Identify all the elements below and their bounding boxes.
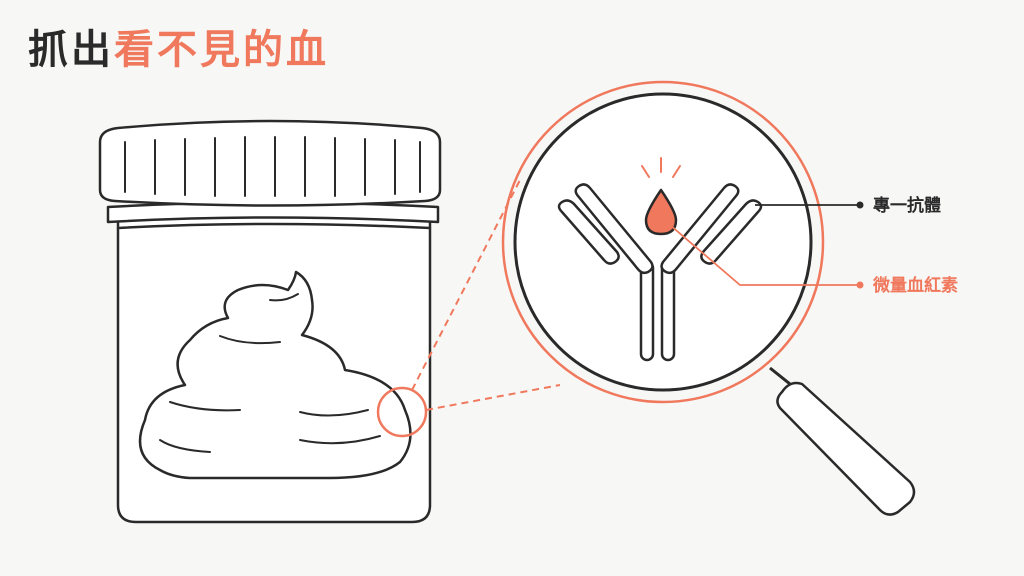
blood-drop-icon — [641, 157, 681, 236]
antibody-icon — [557, 183, 763, 362]
hemoglobin-leader-dot — [856, 281, 864, 289]
antibody-leader-dot — [856, 201, 864, 209]
hemoglobin-leader-line — [669, 224, 860, 286]
label-antibody: 專一抗體 — [873, 195, 941, 216]
jar-lid-grips — [124, 136, 421, 197]
magnifier-handle — [776, 381, 916, 516]
magnified-spot — [376, 386, 428, 438]
zoom-dashed-lines — [411, 179, 561, 411]
jar-neck-line — [116, 222, 432, 230]
magnifier-lens — [513, 92, 813, 392]
page-title: 抓出看不見的血 — [28, 18, 329, 82]
jar-lid — [98, 119, 442, 207]
stool-specimen — [138, 270, 412, 480]
title-dark-part: 抓出 — [28, 27, 114, 73]
label-hemoglobin: 微量血紅素 — [872, 275, 958, 296]
specimen-jar — [98, 119, 442, 524]
magnifying-glass — [501, 80, 916, 516]
stool-contour-lines — [159, 293, 381, 453]
title-accent-part: 看不見的血 — [114, 27, 329, 73]
magnifier-outer-ring — [501, 80, 825, 404]
